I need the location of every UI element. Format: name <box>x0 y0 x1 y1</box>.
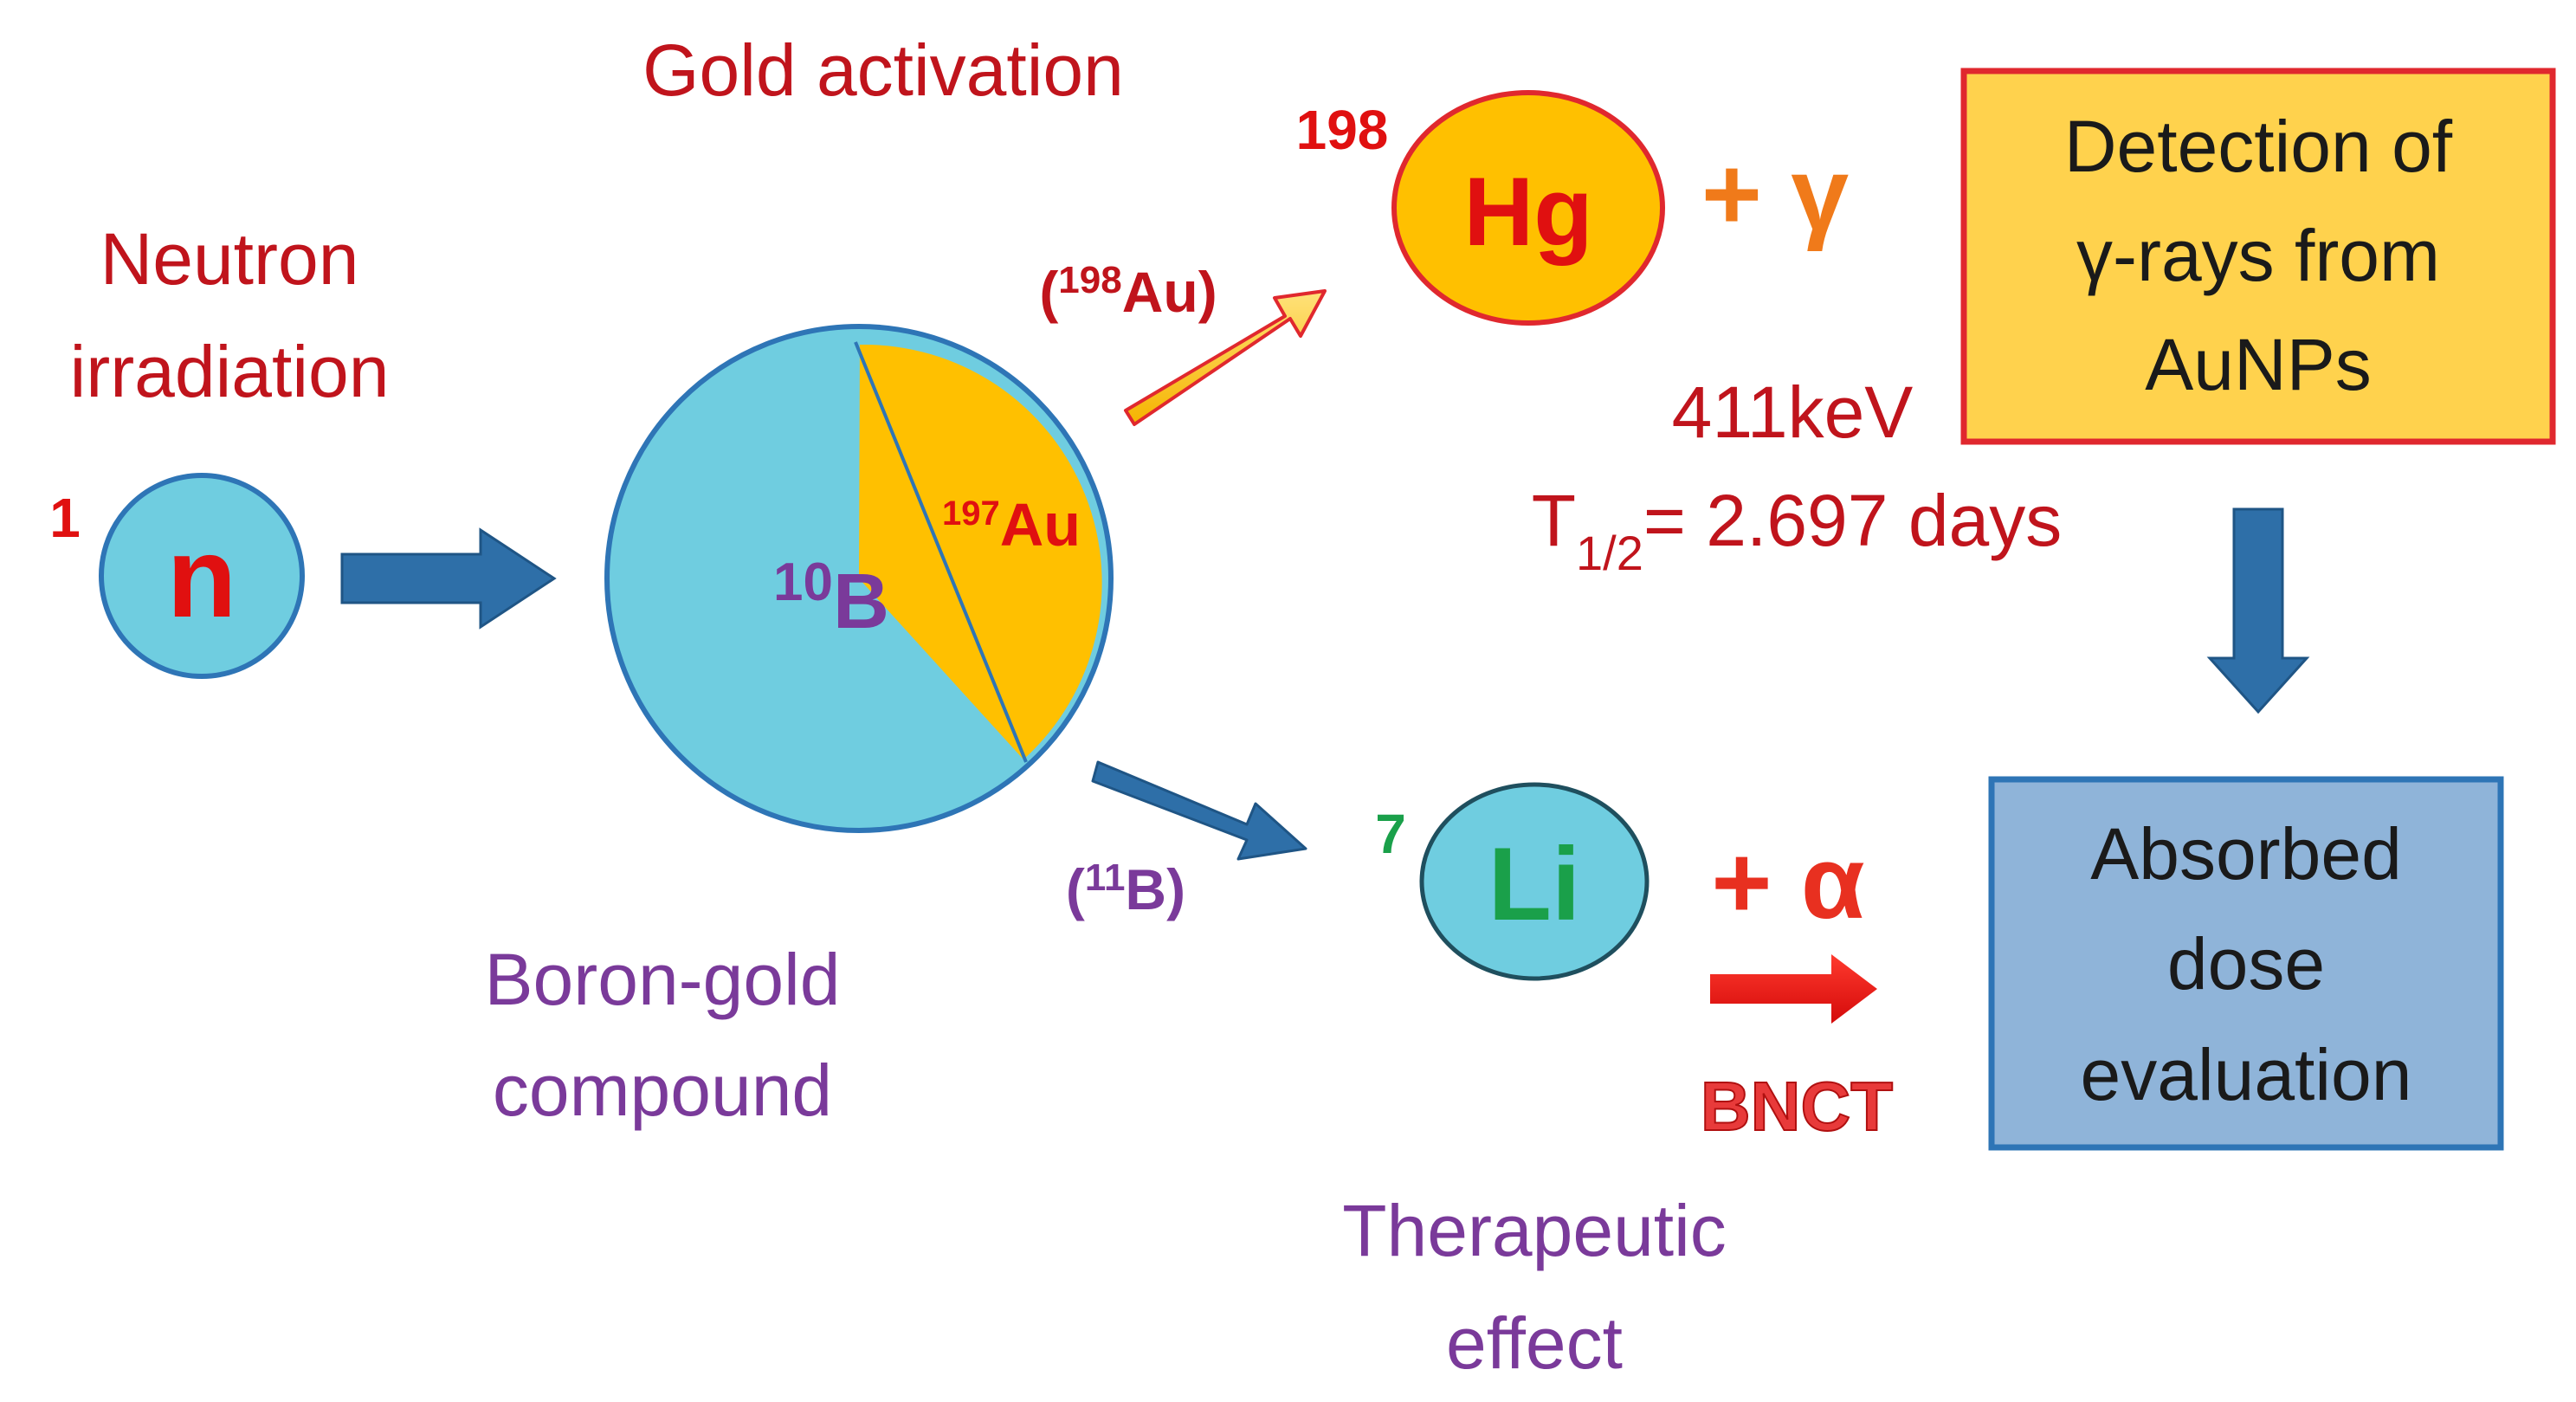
mercury-particle: Hg <box>1391 90 1665 326</box>
gold-activation-label: Gold activation <box>642 29 1124 111</box>
lithium-symbol: Li <box>1488 826 1581 942</box>
absorbed-dose-box-line3: evaluation <box>2081 1034 2412 1115</box>
arrow-to-lithium <box>1091 760 1307 861</box>
half-life-label: T1/2= 2.697 days <box>1532 480 2063 580</box>
arrow-detection-to-dose <box>2206 507 2310 714</box>
gold198-intermediate-label: (198Au) <box>1039 259 1217 324</box>
arrow-to-mercury <box>1124 289 1327 426</box>
therapeutic-effect-label-line1: Therapeutic <box>1342 1190 1727 1271</box>
detection-box-line2: γ-rays from <box>2076 215 2440 296</box>
detection-box-line1: Detection of <box>2064 106 2453 187</box>
bnct-label: BNCT <box>1701 1068 1893 1145</box>
gamma-emission-label: + γ <box>1701 136 1849 252</box>
mercury-mass-number: 198 <box>1296 99 1389 161</box>
alpha-emission-label: + α <box>1711 824 1864 940</box>
boron-gold-compound-label-line2: compound <box>493 1050 832 1131</box>
detection-box: Detection of γ-rays from AuNPs <box>1960 68 2556 445</box>
detection-box-line3: AuNPs <box>2145 324 2371 405</box>
gamma-energy-label: 411keV <box>1672 371 1914 453</box>
arrow-to-dose-evaluation <box>1710 954 1877 1024</box>
neutron-symbol: n <box>167 514 237 641</box>
boron11-intermediate-label: (11B) <box>1066 856 1185 921</box>
gold-segment <box>859 344 1102 759</box>
boron-gold-compound-sphere <box>604 324 1114 833</box>
lithium-mass-number: 7 <box>1375 803 1406 865</box>
absorbed-dose-box-line2: dose <box>2167 923 2325 1005</box>
neutron-irradiation-label-line2: irradiation <box>70 331 390 412</box>
mercury-symbol: Hg <box>1463 158 1592 266</box>
absorbed-dose-box-line1: Absorbed <box>2090 813 2402 895</box>
therapeutic-effect-label-line2: effect <box>1446 1302 1623 1384</box>
neutron-irradiation-label-line1: Neutron <box>100 218 359 300</box>
absorbed-dose-box: Absorbed dose evaluation <box>1988 776 2504 1151</box>
boron-gold-compound-label-line1: Boron-gold <box>485 939 841 1020</box>
neutron-mass-number: 1 <box>49 487 81 549</box>
neutron-particle: n <box>99 473 305 679</box>
arrow-neutron-to-compound <box>340 527 557 630</box>
boron10-label: 10B <box>773 552 889 645</box>
gold197-label: 197Au <box>942 491 1081 559</box>
lithium-particle: Li <box>1419 782 1650 981</box>
